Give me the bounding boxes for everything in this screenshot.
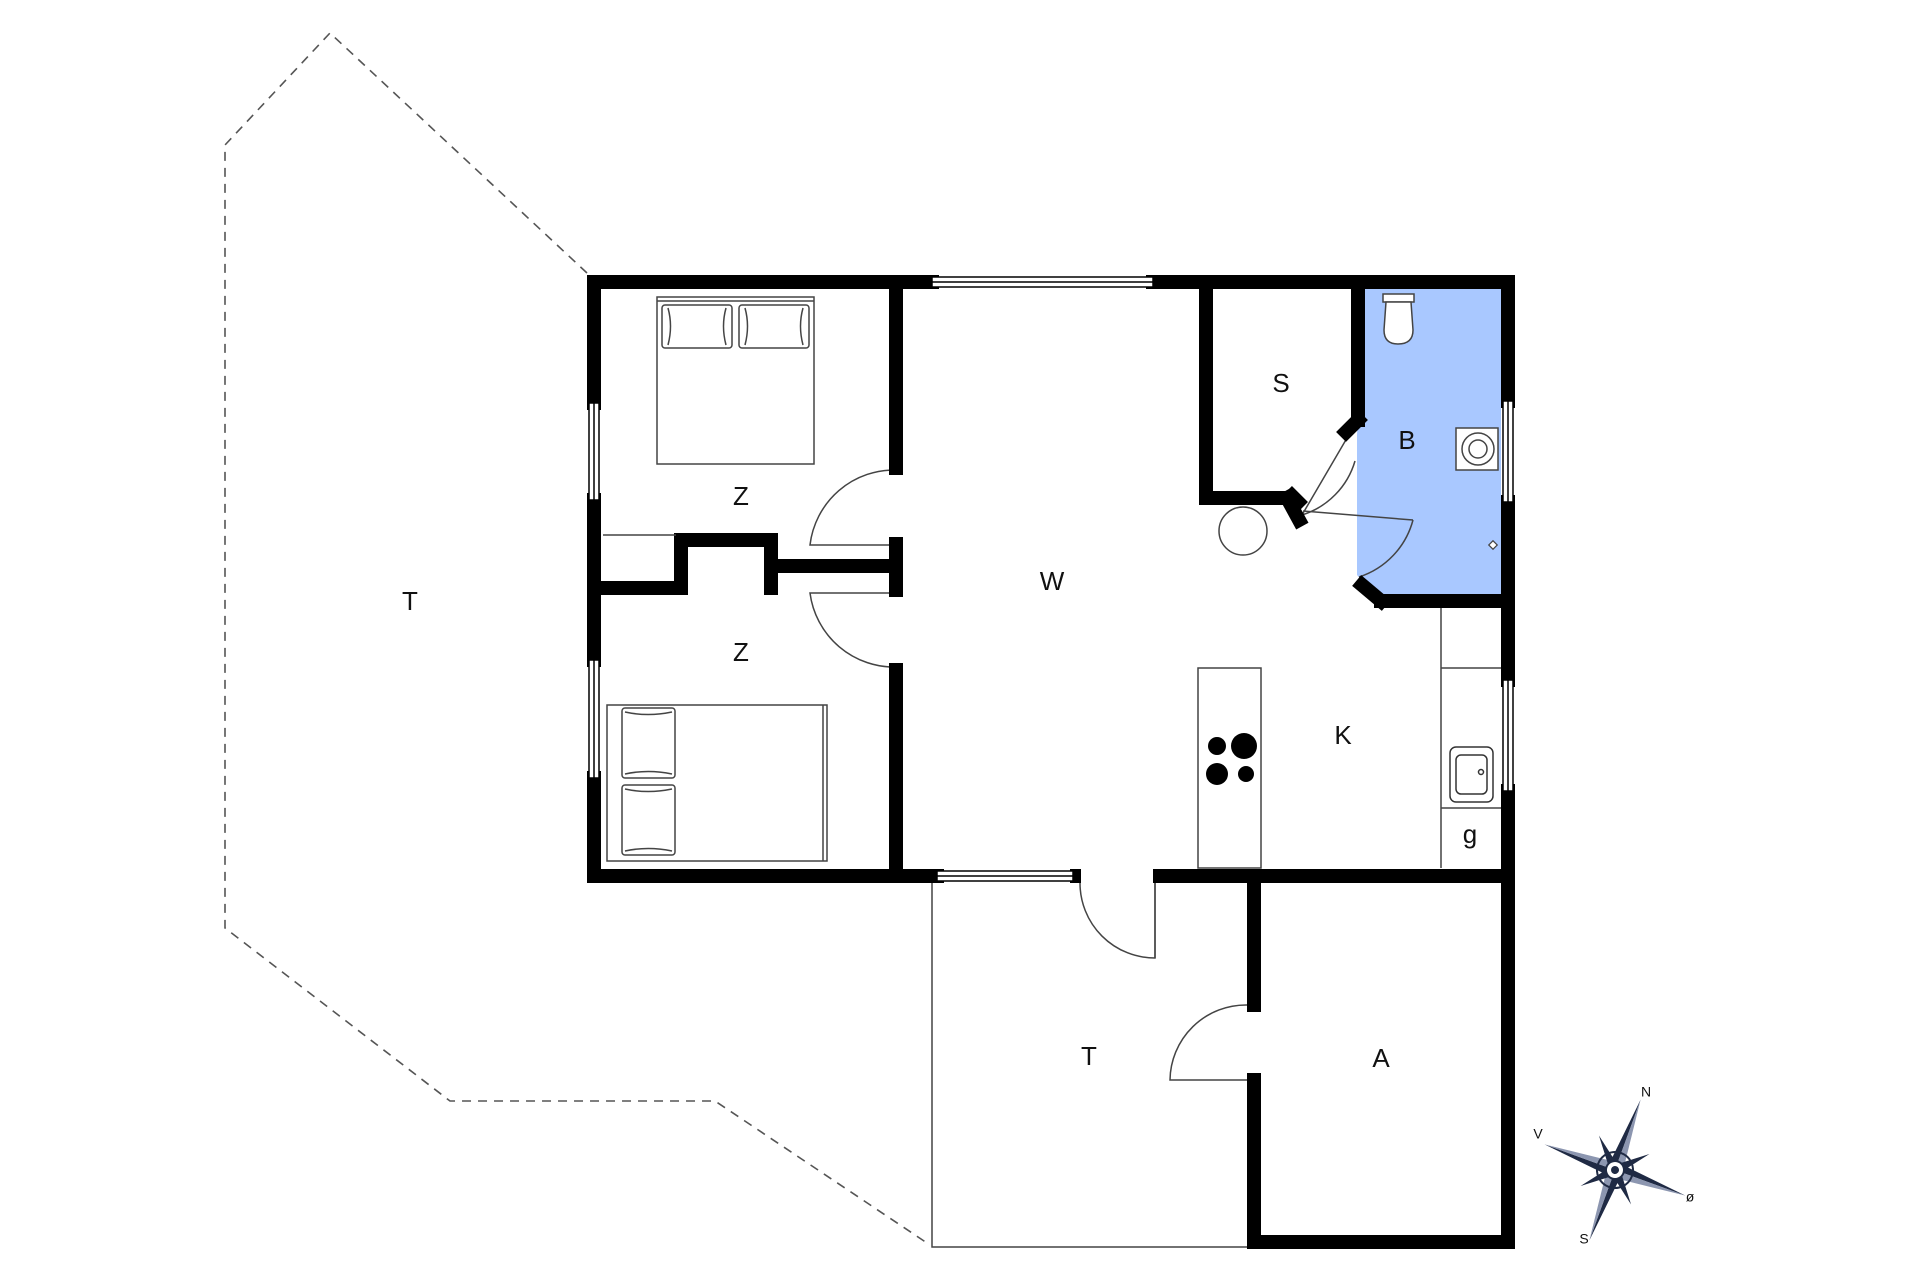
terrace-outline xyxy=(224,31,931,1246)
room-label-kitchen: K xyxy=(1334,720,1352,750)
drain-icon xyxy=(1487,539,1499,551)
room-label-storage: S xyxy=(1272,368,1289,398)
walls xyxy=(1073,486,1308,883)
room-label-terrace-front: T xyxy=(1081,1041,1097,1071)
compass-west: V xyxy=(1533,1126,1543,1142)
room-label-annex: A xyxy=(1372,1043,1390,1073)
stove-icon xyxy=(1206,733,1257,785)
bathroom-fill xyxy=(1357,289,1501,600)
room-label-bathroom: B xyxy=(1398,425,1415,455)
bed-icon xyxy=(656,296,815,465)
compass-east: ø xyxy=(1686,1189,1695,1205)
room-label-g: g xyxy=(1463,819,1477,849)
room-label-terrace-left: T xyxy=(402,586,418,616)
front-terrace-outline xyxy=(931,876,1252,1248)
room-label-living: W xyxy=(1040,566,1065,596)
toilet-icon xyxy=(1382,293,1415,345)
compass-north: N xyxy=(1641,1084,1651,1100)
bed-icon xyxy=(606,704,828,862)
sink-icon xyxy=(1449,746,1494,803)
table-icon xyxy=(1218,506,1268,556)
room-label-bedroom-1: Z xyxy=(733,481,749,511)
compass-south: S xyxy=(1579,1231,1588,1247)
door-swings xyxy=(809,437,1414,1081)
door-openings xyxy=(1081,869,1153,883)
kitchen-counters xyxy=(1197,600,1501,869)
basin-icon xyxy=(1455,427,1499,471)
room-label-bedroom-2: Z xyxy=(733,637,749,667)
windows xyxy=(588,276,1514,882)
compass-rose-icon: N S ø V xyxy=(1533,1084,1695,1247)
walls xyxy=(587,275,1515,1249)
